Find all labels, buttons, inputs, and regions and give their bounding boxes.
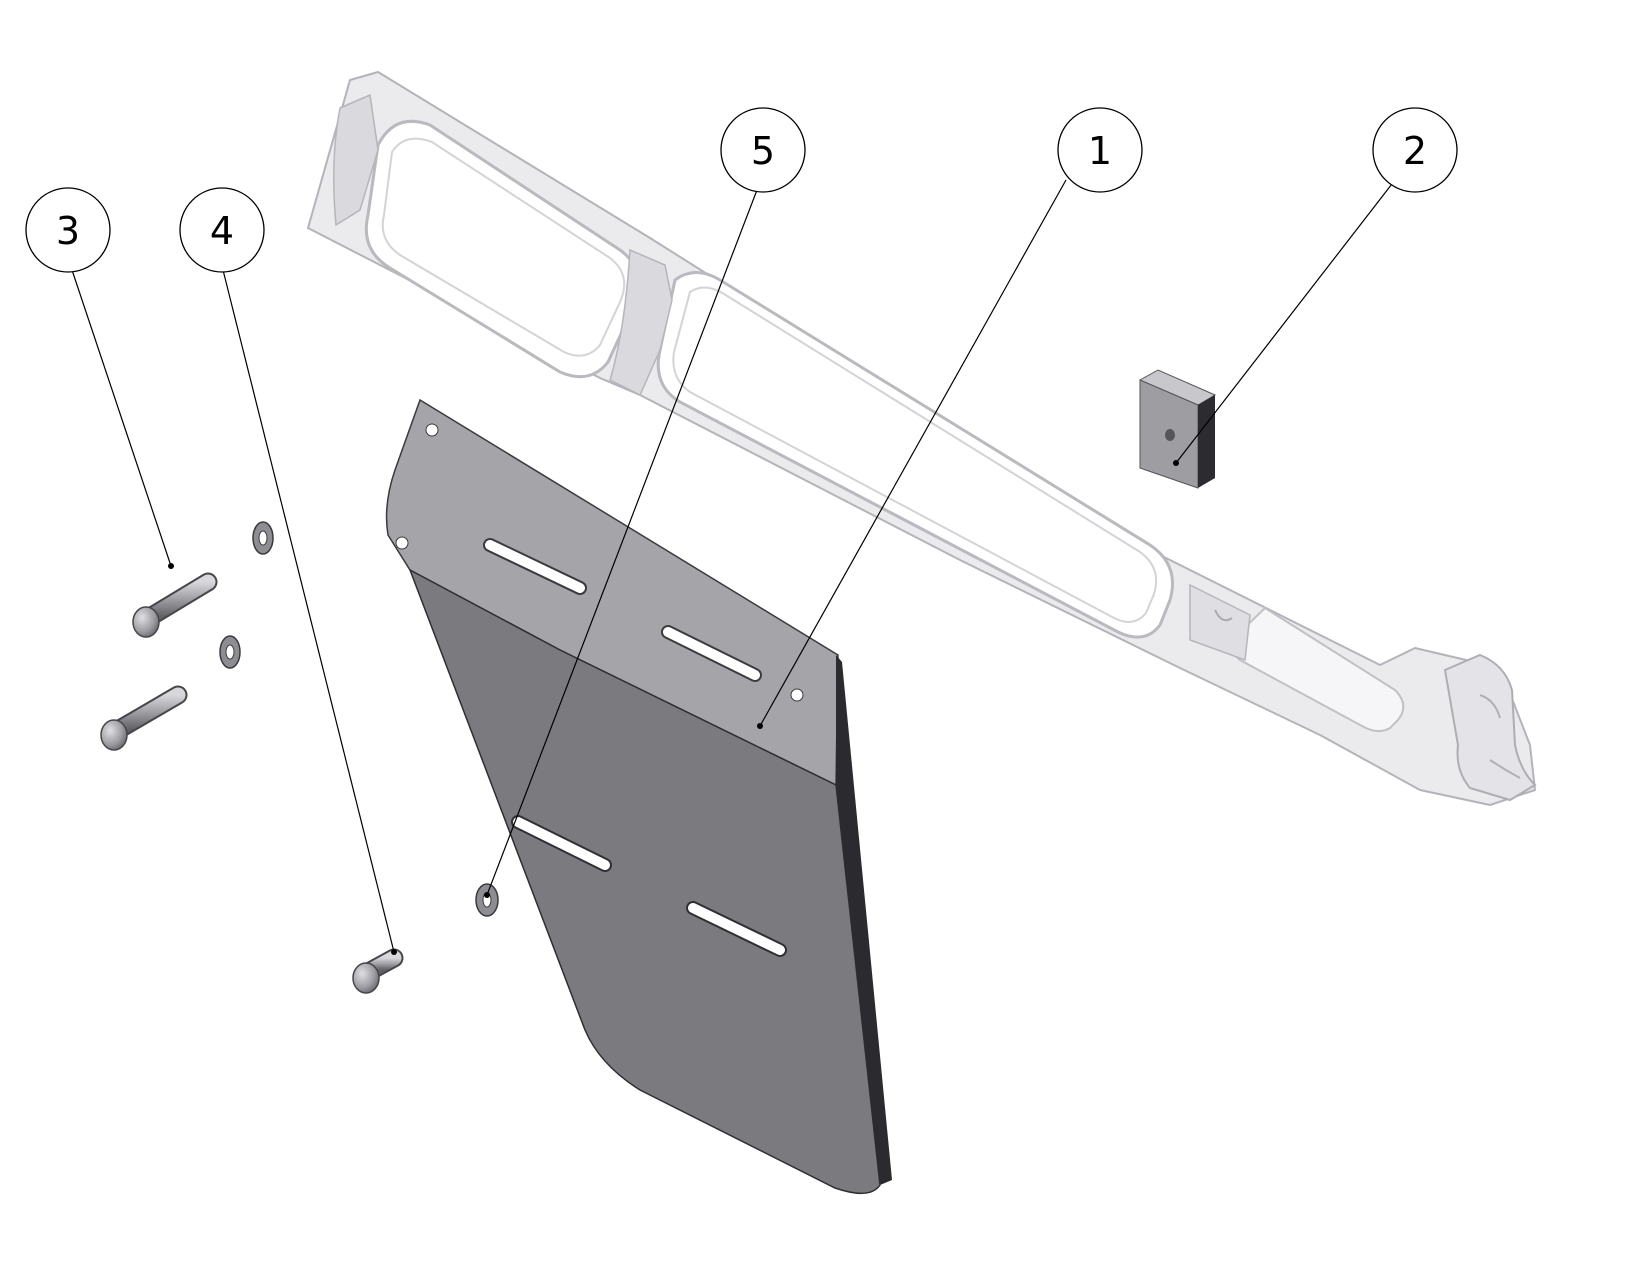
block-part [1138, 369, 1217, 489]
balloon-2: 2 [1372, 107, 1458, 193]
balloon-3-label: 3 [56, 209, 80, 253]
leader-5 [486, 189, 758, 896]
leader-2 [1175, 179, 1396, 464]
balloon-1: 1 [1057, 107, 1143, 193]
leader-1 [759, 179, 1067, 727]
washer-3 [475, 883, 499, 917]
balloon-4-label: 4 [210, 209, 234, 253]
panel-part [385, 398, 892, 1194]
balloon-5-label: 5 [751, 129, 775, 173]
bolt-upper [132, 572, 218, 638]
washer-1 [252, 521, 274, 555]
leader-4 [222, 269, 395, 953]
leader-dots [168, 460, 1179, 955]
balloon-5: 5 [720, 107, 806, 193]
washer-2 [219, 635, 241, 669]
balloon-4: 4 [179, 187, 265, 273]
balloon-1-label: 1 [1088, 129, 1112, 173]
bolt-lower [100, 685, 188, 751]
short-bolt [352, 948, 404, 994]
balloon-2-label: 2 [1403, 129, 1427, 173]
leader-lines [71, 179, 1396, 953]
leader-3 [71, 269, 172, 567]
balloon-3: 3 [25, 187, 111, 273]
